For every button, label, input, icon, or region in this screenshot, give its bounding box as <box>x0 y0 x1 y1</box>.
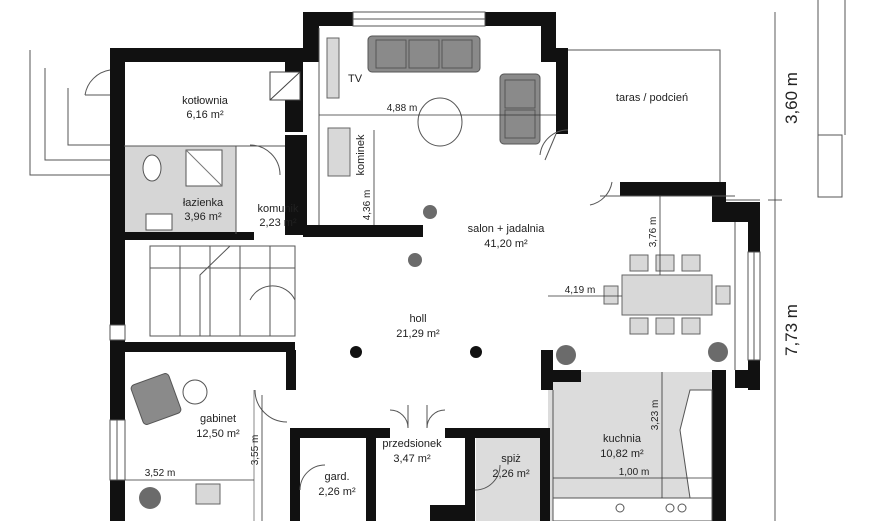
coffee-table <box>417 97 463 147</box>
gard-label: gard. <box>324 471 349 483</box>
boiler <box>269 71 301 101</box>
fireplace <box>327 127 351 177</box>
dim-376: 3,76 m <box>648 217 659 248</box>
dim-773: 7,73 m <box>782 304 801 356</box>
kuchnia-area: 10,82 m² <box>600 448 644 460</box>
kitchen-floor <box>548 372 712 521</box>
lazienka-area: 3,96 m² <box>184 211 222 223</box>
terrace-outline <box>555 0 846 201</box>
gabinet-label: gabinet <box>200 413 236 425</box>
kotlownia-area: 6,16 m² <box>186 109 224 121</box>
gard-area: 2,26 m² <box>318 486 356 498</box>
windows <box>109 11 761 481</box>
dim-100: 1,00 m <box>619 467 650 478</box>
kitchen-counter <box>552 389 713 521</box>
taras-label: taras / podcień <box>616 92 688 104</box>
spiz-label: spiż <box>501 453 521 465</box>
column-left <box>350 346 362 358</box>
walls <box>110 12 760 521</box>
sofa-top <box>367 35 481 73</box>
study-furniture <box>130 373 255 521</box>
dimension-lines <box>125 12 782 521</box>
dim-352: 3,52 m <box>145 468 176 479</box>
kotlownia-label: kotłownia <box>182 95 229 107</box>
przedsionek-label: przedsionek <box>382 438 442 450</box>
dim-360: 3,60 m <box>782 72 801 124</box>
salon-label: salon + jadalnia <box>468 223 546 235</box>
doors <box>84 69 613 491</box>
plant-icon <box>139 205 728 509</box>
bathroom-fixtures <box>142 149 223 231</box>
dim-419: 4,19 m <box>565 285 596 296</box>
sofa-right <box>499 73 541 145</box>
kuchnia-label: kuchnia <box>603 433 642 445</box>
column-right <box>470 346 482 358</box>
dim-436: 4,36 m <box>362 190 373 221</box>
gabinet-area: 12,50 m² <box>196 428 240 440</box>
staircase <box>149 245 296 337</box>
tv-label: TV <box>348 73 363 85</box>
pantry-floor <box>476 436 548 521</box>
kominek-label: kominek <box>355 134 367 175</box>
przedsionek-area: 3,47 m² <box>393 453 431 465</box>
entrance-steps-left <box>29 50 110 176</box>
dim-488: 4,88 m <box>387 103 418 114</box>
komunik-label: komunik <box>258 203 299 215</box>
tv-cabinet <box>326 37 340 99</box>
spiz-area: 2,26 m² <box>492 468 530 480</box>
komunik-area: 2,23 m² <box>259 217 297 229</box>
dim-355: 3,55 m <box>250 435 261 466</box>
holl-area: 21,29 m² <box>396 328 440 340</box>
dining-set <box>603 254 731 335</box>
dim-323: 3,23 m <box>650 400 661 431</box>
salon-area: 41,20 m² <box>484 238 528 250</box>
lazienka-label: łazienka <box>183 197 224 209</box>
holl-label: holl <box>409 313 426 325</box>
